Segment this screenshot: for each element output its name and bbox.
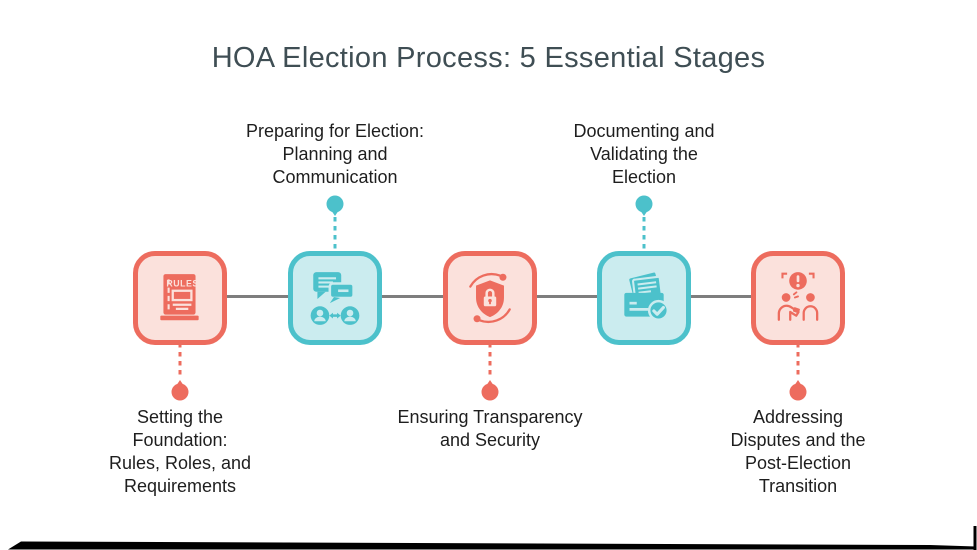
- label-line: Planning and: [282, 144, 388, 164]
- label-line: Setting the: [136, 407, 224, 427]
- label-line: Transition: [758, 476, 838, 496]
- documents-check-icon: [624, 272, 670, 321]
- stage-5-icon-box: [751, 251, 845, 345]
- label-line: Requirements: [123, 476, 237, 496]
- stage-4-connector: [635, 195, 653, 253]
- stage-5-label: Addressing Disputes and the Post-Electio…: [678, 406, 918, 498]
- stage-5-connector: [789, 343, 807, 401]
- rules-book-title-text: RULES: [166, 279, 198, 289]
- stage-1-label: Setting the Foundation: Rules, Roles, an…: [60, 406, 300, 498]
- dispute-icon: [777, 272, 819, 321]
- label-line: Addressing: [752, 407, 844, 427]
- label-line: Foundation:: [132, 430, 228, 450]
- label-line: Disputes and the: [730, 430, 866, 450]
- label-line: Election: [611, 167, 677, 187]
- stage-4-label: Documenting and Validating the Election: [514, 120, 774, 189]
- label-line: and Security: [439, 430, 541, 450]
- label-line: Documenting and: [573, 121, 715, 141]
- stage-4-icon-box: [597, 251, 691, 345]
- stage-2-connector: [326, 195, 344, 253]
- page-title: HOA Election Process: 5 Essential Stages: [211, 42, 766, 74]
- label-line: Rules, Roles, and: [108, 453, 252, 473]
- stage-2-icon-box: [288, 251, 382, 345]
- label-line: Post-Election: [744, 453, 852, 473]
- label-line: Communication: [272, 167, 398, 187]
- frame-shadow-bottom: [8, 526, 977, 550]
- label-line: Ensuring Transparency: [397, 407, 583, 427]
- stage-1-connector: [171, 343, 189, 401]
- stage-1-icon-box: RULES: [133, 251, 227, 345]
- stage-3-label: Ensuring Transparency and Security: [370, 406, 610, 452]
- stage-3-connector: [481, 343, 499, 401]
- label-line: Preparing for Election:: [245, 121, 425, 141]
- stage-2-label: Preparing for Election: Planning and Com…: [205, 120, 465, 189]
- stage-3-icon-box: [443, 251, 537, 345]
- rules-book-icon: RULES: [160, 274, 199, 321]
- communication-icon: [310, 272, 360, 325]
- security-shield-icon: [469, 272, 511, 324]
- label-line: Validating the: [590, 144, 698, 164]
